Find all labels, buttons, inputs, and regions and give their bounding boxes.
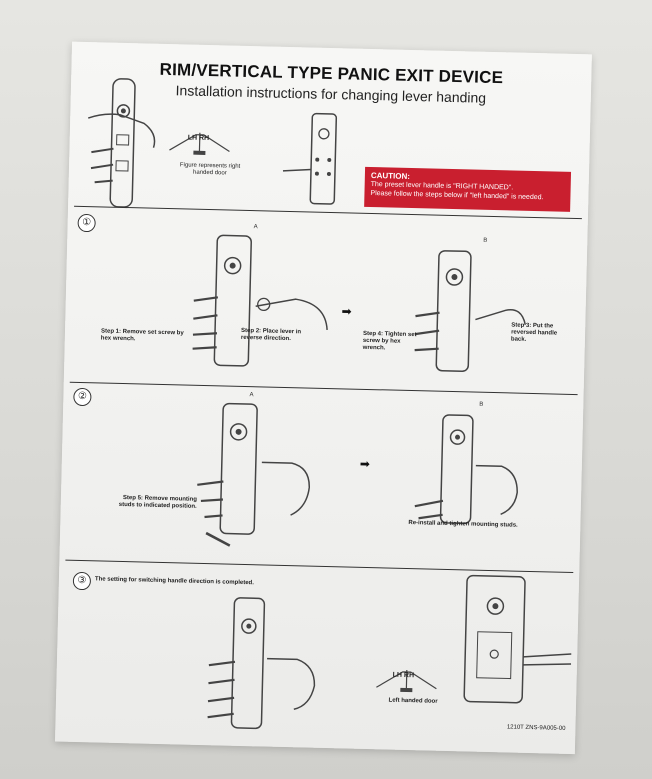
step-1-drawing-b [414,250,527,373]
handing-symbol [169,132,230,155]
step-1-number: ① [77,213,96,233]
step-2-drawing-b [414,414,518,525]
caution-box: CAUTION: The preset lever handle is "RIG… [364,166,572,212]
divider-3 [65,559,574,574]
step-3-drawing-right [463,574,572,704]
step-2-number: ② [73,387,92,407]
device-front-drawing [282,112,338,205]
step-3-drawing-left [207,597,316,730]
handing-label: LH RH [187,134,210,143]
step-1-label-a: A [253,224,258,231]
figure-caption: Figure represents right handed door [179,162,241,177]
step-4-caption: Step 4: Tighten set screw by hex wrench. [362,330,417,352]
instruction-sheet: RIM/VERTICAL TYPE PANIC EXIT DEVICE Inst… [54,41,592,755]
divider-2 [69,381,578,396]
left-handed-caption: Left handed door [388,697,438,705]
step-1-label-b: B [483,237,488,244]
step-2-caption: Step 2: Place lever in reverse direction… [240,327,302,343]
step-1-arrow: ➡ [341,304,352,319]
step-3-caption: Step 3: Put the reversed handle back. [510,322,558,343]
step-2-label-a: A [249,392,254,399]
step-3-handing-symbol [376,669,437,693]
step-3-number: ③ [72,571,92,591]
step-1-caption: Step 1: Remove set screw by hex wrench. [100,328,184,343]
step-3-handing-label: LH RH [392,671,415,680]
step-2-label-b: B [479,401,484,408]
rim-device-drawing [87,78,156,208]
document-code: 1210T ZNS-9A005-00 [506,724,566,732]
step-2-arrow: ➡ [359,456,371,472]
step-5-caption: Step 5: Remove mounting studs to indicat… [118,495,197,510]
step-2-drawing-a [197,402,311,547]
step-1-drawing-a [192,234,328,367]
completion-note: The setting for switching handle directi… [94,576,255,587]
